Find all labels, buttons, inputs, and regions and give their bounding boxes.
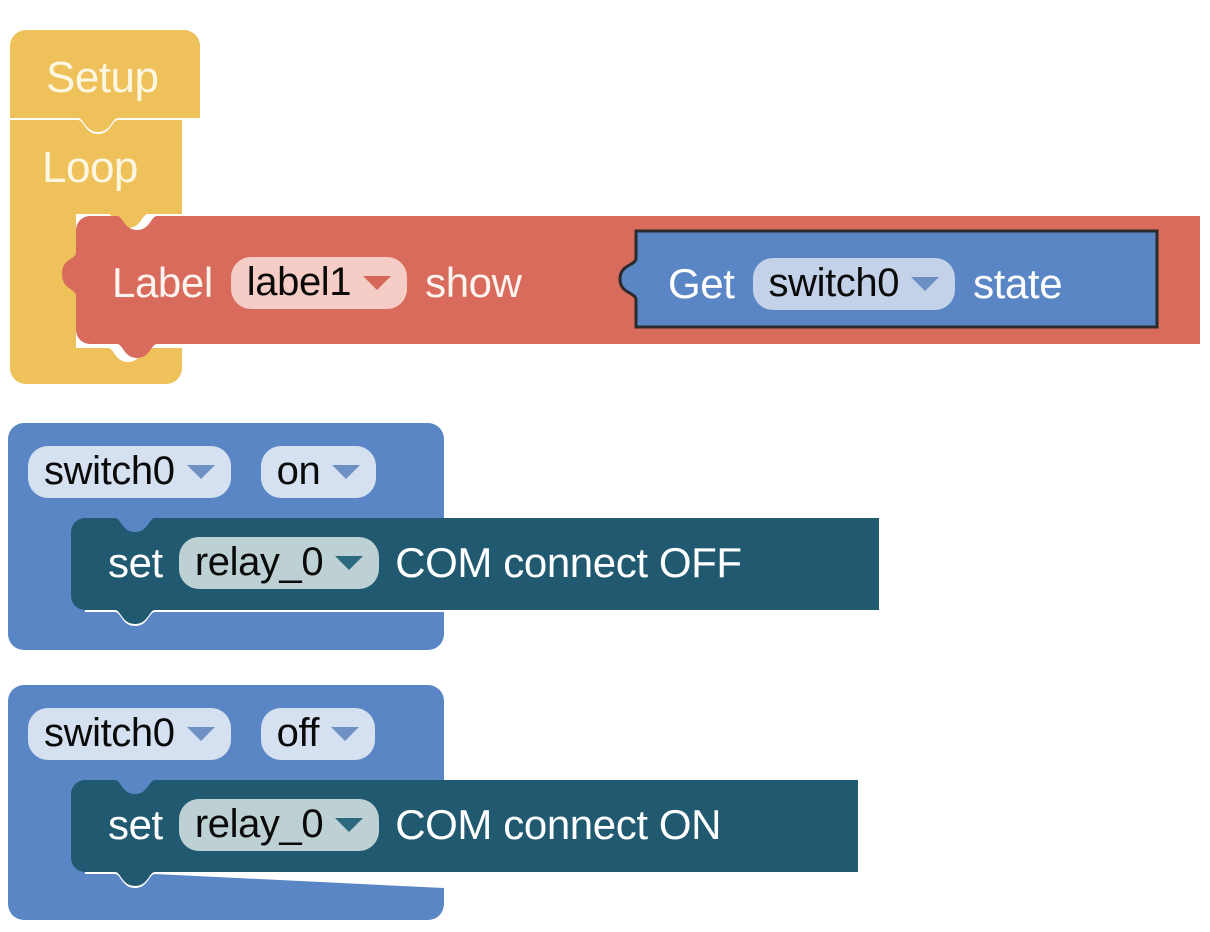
chevron-down-icon [186,465,215,479]
set-relay-off-suffix: COM connect OFF [395,539,742,586]
chevron-down-icon [335,556,364,570]
chevron-down-icon [911,277,940,291]
get-state-device-dropdown[interactable]: switch0 [752,258,956,310]
get-state-device-dropdown-value: switch0 [768,261,900,305]
event-off-header[interactable]: switch0 off [28,708,376,760]
event-off-state-dropdown[interactable]: off [260,708,376,760]
chevron-down-icon [186,727,215,741]
chevron-down-icon [332,465,361,479]
label-show-block[interactable]: Label label1 show [112,255,522,311]
label-name-dropdown[interactable]: label1 [230,257,408,309]
label-show-prefix: Label [112,259,213,306]
event-off-device-dropdown-value: switch0 [44,711,175,755]
event-on-device-dropdown[interactable]: switch0 [28,446,231,498]
set-relay-off-block[interactable]: set relay_0 COM connect OFF [108,537,742,589]
set-relay-on-block[interactable]: set relay_0 COM connect ON [108,799,721,851]
chevron-down-icon [335,818,364,832]
loop-block-label: Loop [42,143,138,192]
chevron-down-icon [363,276,392,290]
set-relay-on-suffix: COM connect ON [395,801,722,848]
get-state-block[interactable]: Get switch0 state [668,256,1063,312]
event-on-state-dropdown-value: on [276,449,321,493]
event-off-device-dropdown[interactable]: switch0 [28,708,231,760]
setup-block-label: Setup [46,53,159,102]
label-show-suffix: show [425,259,522,306]
event-on-device-dropdown-value: switch0 [44,449,175,493]
event-off-state-dropdown-value: off [276,711,320,755]
chevron-down-icon [331,727,360,741]
label-name-dropdown-value: label1 [246,260,352,304]
set-relay-off-prefix: set [108,539,163,586]
event-on-header[interactable]: switch0 on [28,446,377,498]
get-state-suffix: state [973,260,1063,307]
set-relay-off-dropdown[interactable]: relay_0 [178,537,380,589]
set-relay-on-dropdown-value: relay_0 [194,802,324,846]
setup-block-shape[interactable] [10,30,200,132]
loop-block-shape[interactable] [10,120,182,384]
set-relay-off-dropdown-value: relay_0 [194,540,324,584]
set-relay-on-dropdown[interactable]: relay_0 [178,799,380,851]
setup-loop-group[interactable]: Setup Loop Label label1 show Get switch0… [0,0,1210,400]
get-state-prefix: Get [668,260,735,307]
set-relay-on-prefix: set [108,801,163,848]
event-on-state-dropdown[interactable]: on [260,446,377,498]
